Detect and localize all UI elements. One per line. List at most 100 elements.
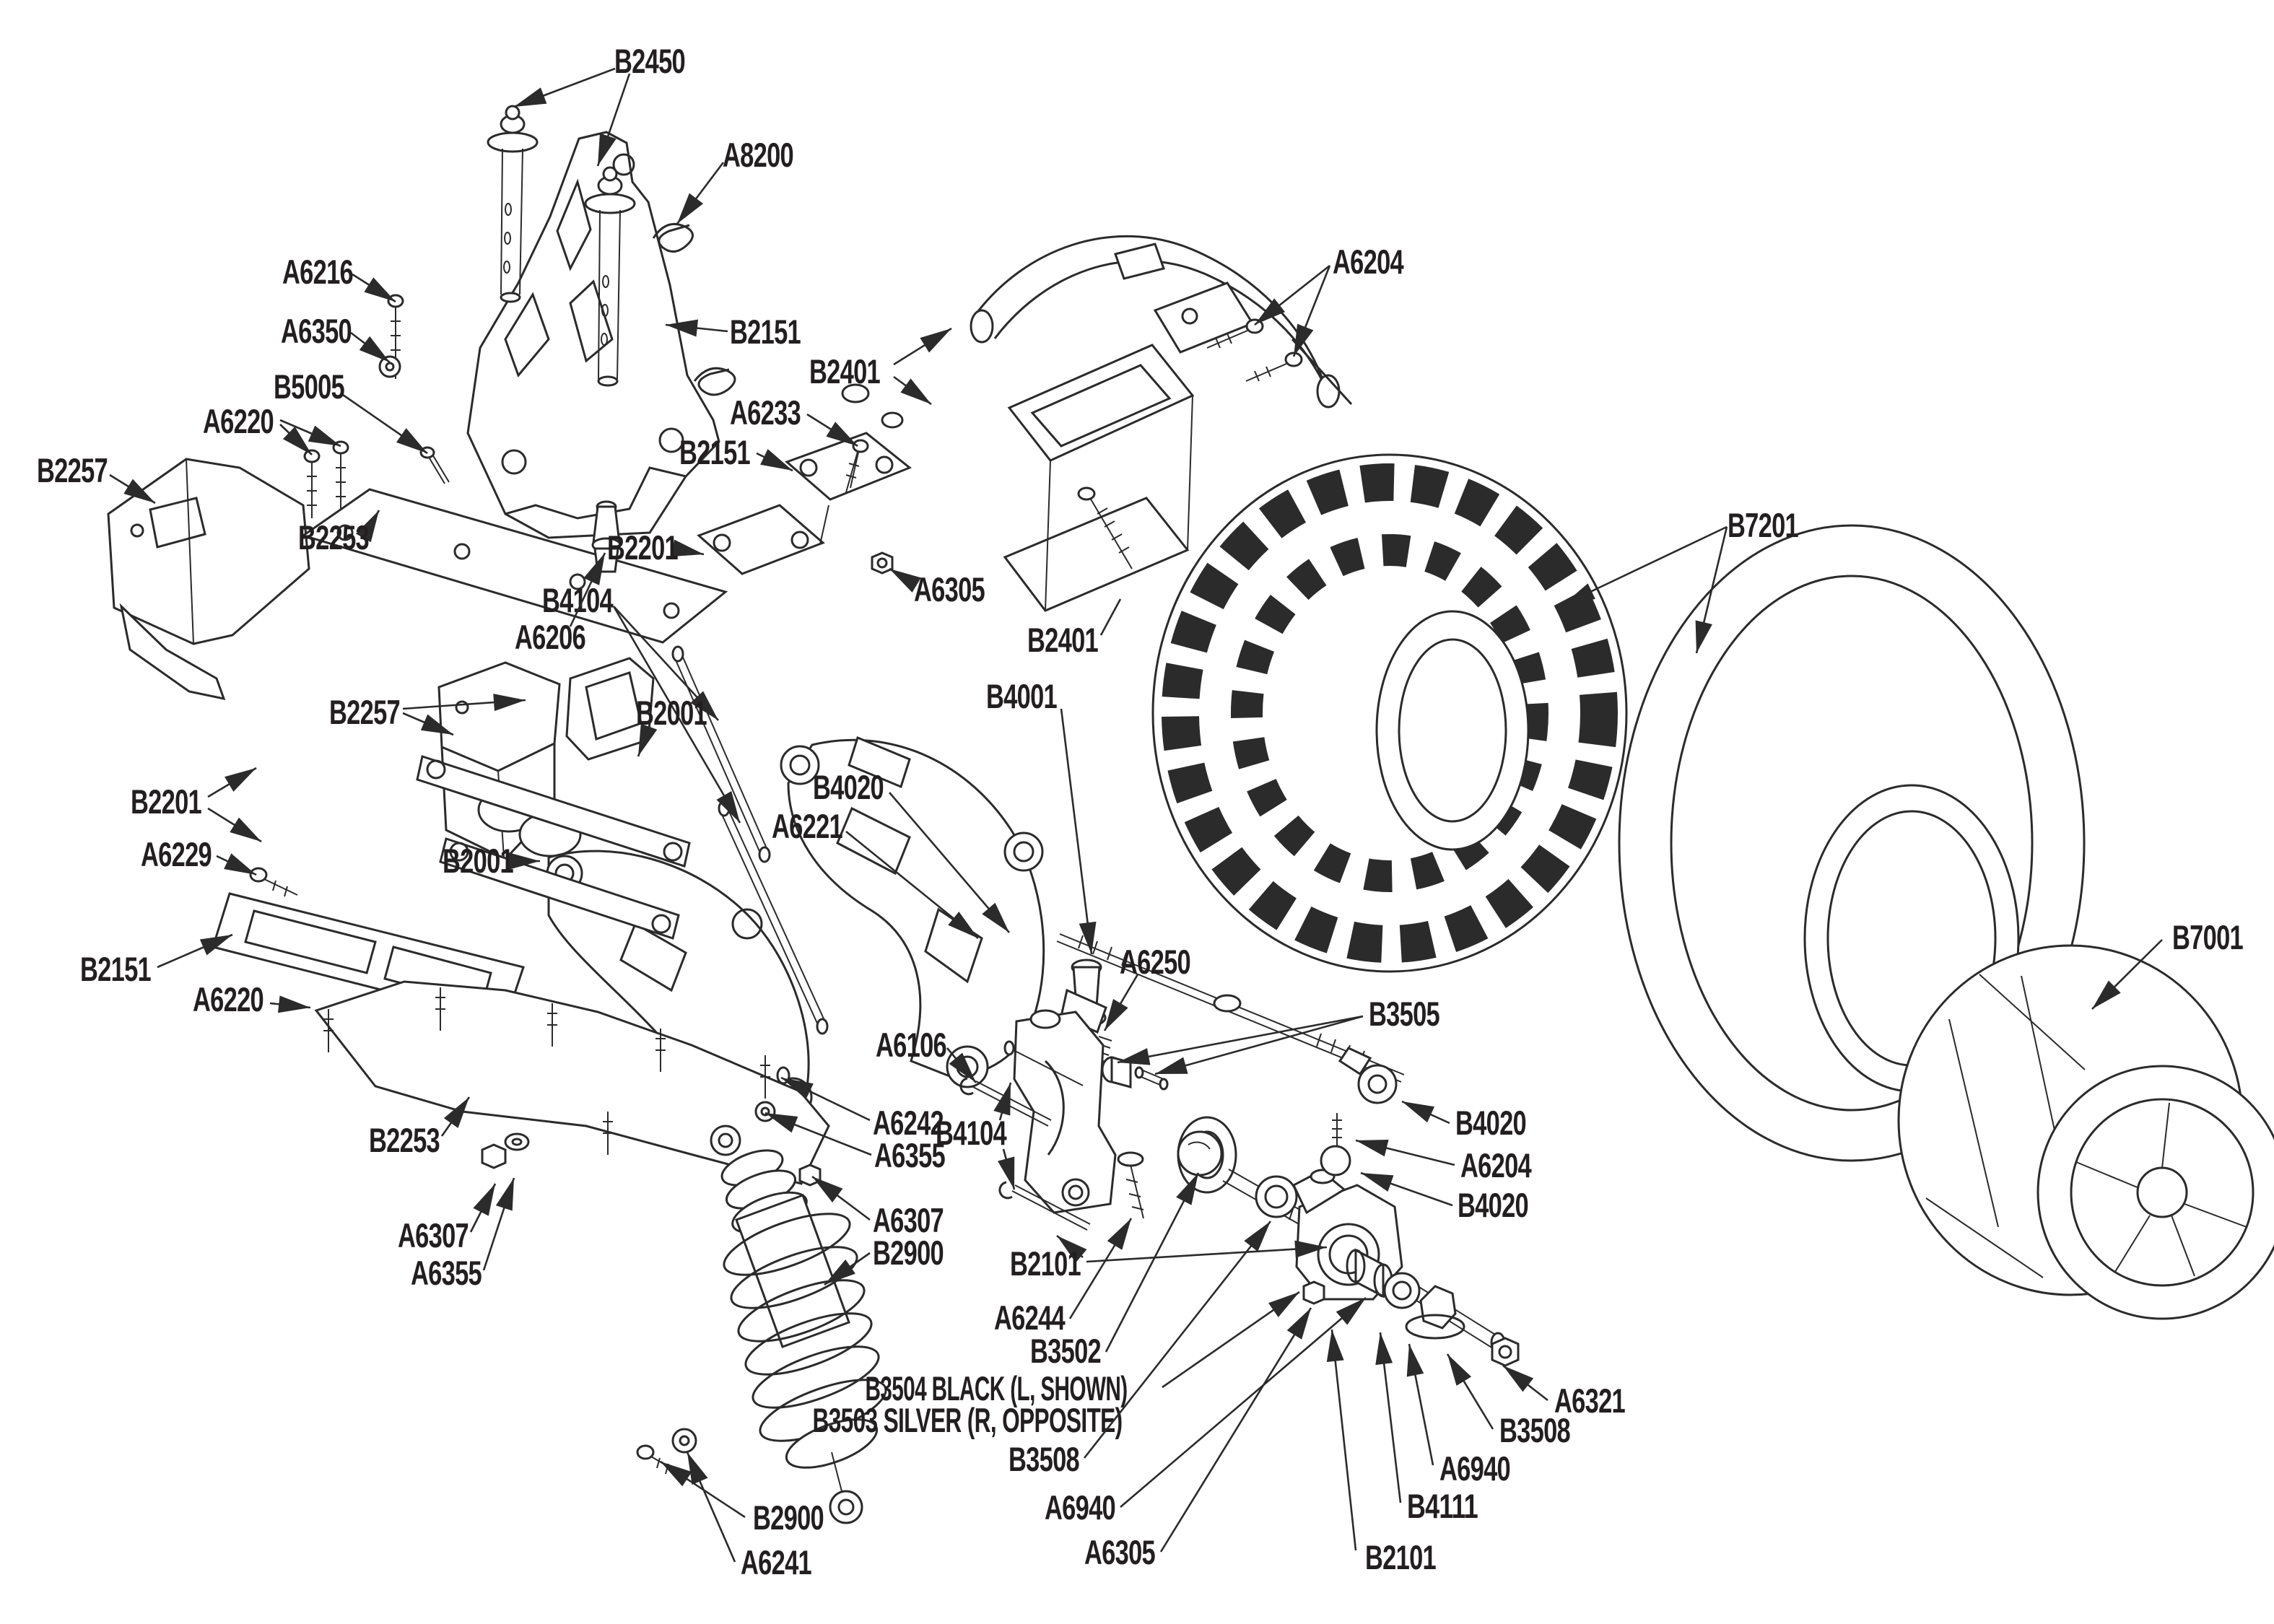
part-label-b4104-1: B4104: [542, 581, 614, 619]
part-label-b3508-2: B3508: [1499, 1411, 1570, 1449]
body-clip-icon: [652, 223, 694, 253]
leader-line-a6355-1: [764, 1112, 872, 1156]
part-label-a6216: A6216: [282, 253, 353, 291]
leader-line-b7201: [1562, 525, 1728, 606]
part-label-b3502: B3502: [1030, 1332, 1101, 1370]
part-label-b2201-2: B2201: [131, 782, 201, 821]
part-label-b2900-2: B2900: [753, 1498, 824, 1537]
leader-line-b5005: [340, 392, 428, 455]
part-label-b2001-1: B2001: [636, 694, 707, 732]
part-label-a6229: A6229: [141, 835, 212, 873]
part-label-b2151-1: B2151: [730, 313, 801, 351]
part-label-b2253-1: B2253: [298, 518, 369, 556]
part-label-a6355-1: A6355: [874, 1136, 945, 1174]
leader-line-b2101-1: [1056, 1235, 1087, 1263]
part-label-a6233: A6233: [730, 393, 801, 432]
leader-line-a6106: [946, 1047, 977, 1083]
leader-line-a6206: [569, 552, 606, 627]
leader-line-a6355-2: [482, 1177, 515, 1271]
part-label-a6204-2: A6204: [1460, 1146, 1532, 1184]
part-label-b4020-3: B4020: [1458, 1186, 1528, 1224]
hub-cluster-drawing: [1292, 1047, 1520, 1367]
part-label-b3508-1: B3508: [1009, 1440, 1079, 1478]
leader-line-a6221: [845, 830, 979, 940]
esc-box-drawing: [107, 458, 310, 701]
part-label-a6305-2: A6305: [1084, 1533, 1155, 1571]
part-label-b4001: B4001: [986, 677, 1057, 715]
part-label-a6220-1: A6220: [203, 402, 274, 440]
knobby-tire-drawing: [1151, 453, 1628, 973]
body-clip-icon: [693, 367, 736, 396]
a6229-screw-drawing: [249, 867, 298, 897]
part-label-b2401-1: B2401: [809, 352, 880, 390]
leader-line-b4104-2: [998, 1148, 1016, 1190]
part-label-b2101-1: B2101: [1010, 1244, 1081, 1283]
leader-line-b4111: [1375, 1332, 1402, 1503]
part-label-b4104-2: B4104: [936, 1114, 1007, 1152]
leader-line-b2151-3: [157, 933, 233, 969]
part-label-b2151-3: B2151: [80, 950, 151, 988]
part-label-a6204-1: A6204: [1333, 243, 1404, 281]
part-label-a6307-2: A6307: [398, 1216, 469, 1254]
part-label-b5005: B5005: [274, 367, 344, 406]
part-label-a6244: A6244: [994, 1298, 1066, 1337]
part-label-b2401-2: B2401: [1027, 621, 1098, 659]
leader-line-a6940-1: [1120, 1297, 1367, 1508]
part-label-b4111: B4111: [1407, 1487, 1478, 1525]
leader-line-a6229: [216, 853, 257, 876]
leader-line-a6305-1: [889, 567, 921, 593]
leader-line-b2101-2: [1326, 1329, 1357, 1551]
leader-line-a6940-2: [1406, 1343, 1434, 1466]
leader-line-b2201-2: [207, 767, 257, 798]
leader-line-b2450: [596, 73, 631, 167]
leader-line-a6220-1: [279, 424, 313, 455]
leader-line-b3508-2: [1446, 1353, 1494, 1430]
leader-line-b3505: [1117, 1015, 1364, 1065]
shock-tower-drawing: [466, 131, 720, 539]
part-label-b3504: B3504 BLACK (L, SHOWN): [866, 1369, 1128, 1407]
part-label-b2151-2: B2151: [679, 433, 750, 471]
part-label-a6940-2: A6940: [1439, 1449, 1510, 1488]
top-plate-drawing: [300, 488, 728, 644]
leader-line-a6241: [686, 1451, 736, 1563]
part-label-a6940-1: A6940: [1045, 1488, 1115, 1527]
leader-line-b4001: [1060, 708, 1097, 955]
leader-line-a6350: [350, 331, 391, 364]
part-label-a6350: A6350: [281, 312, 352, 350]
leader-line-a6204-1: [1254, 264, 1330, 326]
leader-line-b3505: [1154, 1015, 1364, 1075]
leader-line-b2101-1: [1086, 1240, 1328, 1263]
leader-line-b4020-1: [889, 792, 1010, 933]
leader-line-b3504: [1162, 1291, 1300, 1389]
part-label-b2900-1: B2900: [873, 1234, 944, 1272]
part-label-a6305-1: A6305: [914, 570, 985, 608]
part-label-b4020-1: B4020: [813, 768, 884, 806]
leader-line-b2253-1: [355, 510, 380, 543]
leader-line-b2151-1: [665, 319, 728, 337]
leader-line-b2151-2: [756, 449, 793, 472]
leader-line-b2253-2: [440, 1096, 471, 1137]
a6233-screw-drawing: [845, 439, 894, 575]
leader-line-a6233: [806, 413, 858, 448]
part-label-b3503: B3503 SILVER (R, OPPOSITE): [813, 1401, 1123, 1439]
leader-line-a6321: [1502, 1364, 1548, 1402]
artwork: [107, 105, 2274, 1524]
leader-line-b2401-1: [893, 327, 952, 366]
labels-layer: B2450A8200A6216A6350B5005A6220B2257B2253…: [37, 42, 2244, 1581]
leader-line-a6220-1: [279, 419, 341, 448]
bumper-brace-drawing: [1003, 344, 1195, 612]
part-label-a6206: A6206: [515, 618, 585, 656]
leader-line-b2257-2: [402, 694, 526, 712]
part-label-b2253-2: B2253: [369, 1121, 440, 1159]
leader-line-a6307-1: [811, 1175, 871, 1221]
caster-block-drawing: [1013, 1009, 1117, 1214]
part-label-b3505: B3505: [1369, 995, 1439, 1033]
leader-line-a6204-2: [1355, 1139, 1455, 1166]
part-label-a6106: A6106: [876, 1026, 946, 1064]
leader-line-a6220-2: [269, 995, 311, 1013]
leader-line-a6307-2: [469, 1183, 497, 1233]
leader-line-b2401-1: [893, 375, 932, 406]
leader-line-b4104-1: [612, 606, 741, 824]
